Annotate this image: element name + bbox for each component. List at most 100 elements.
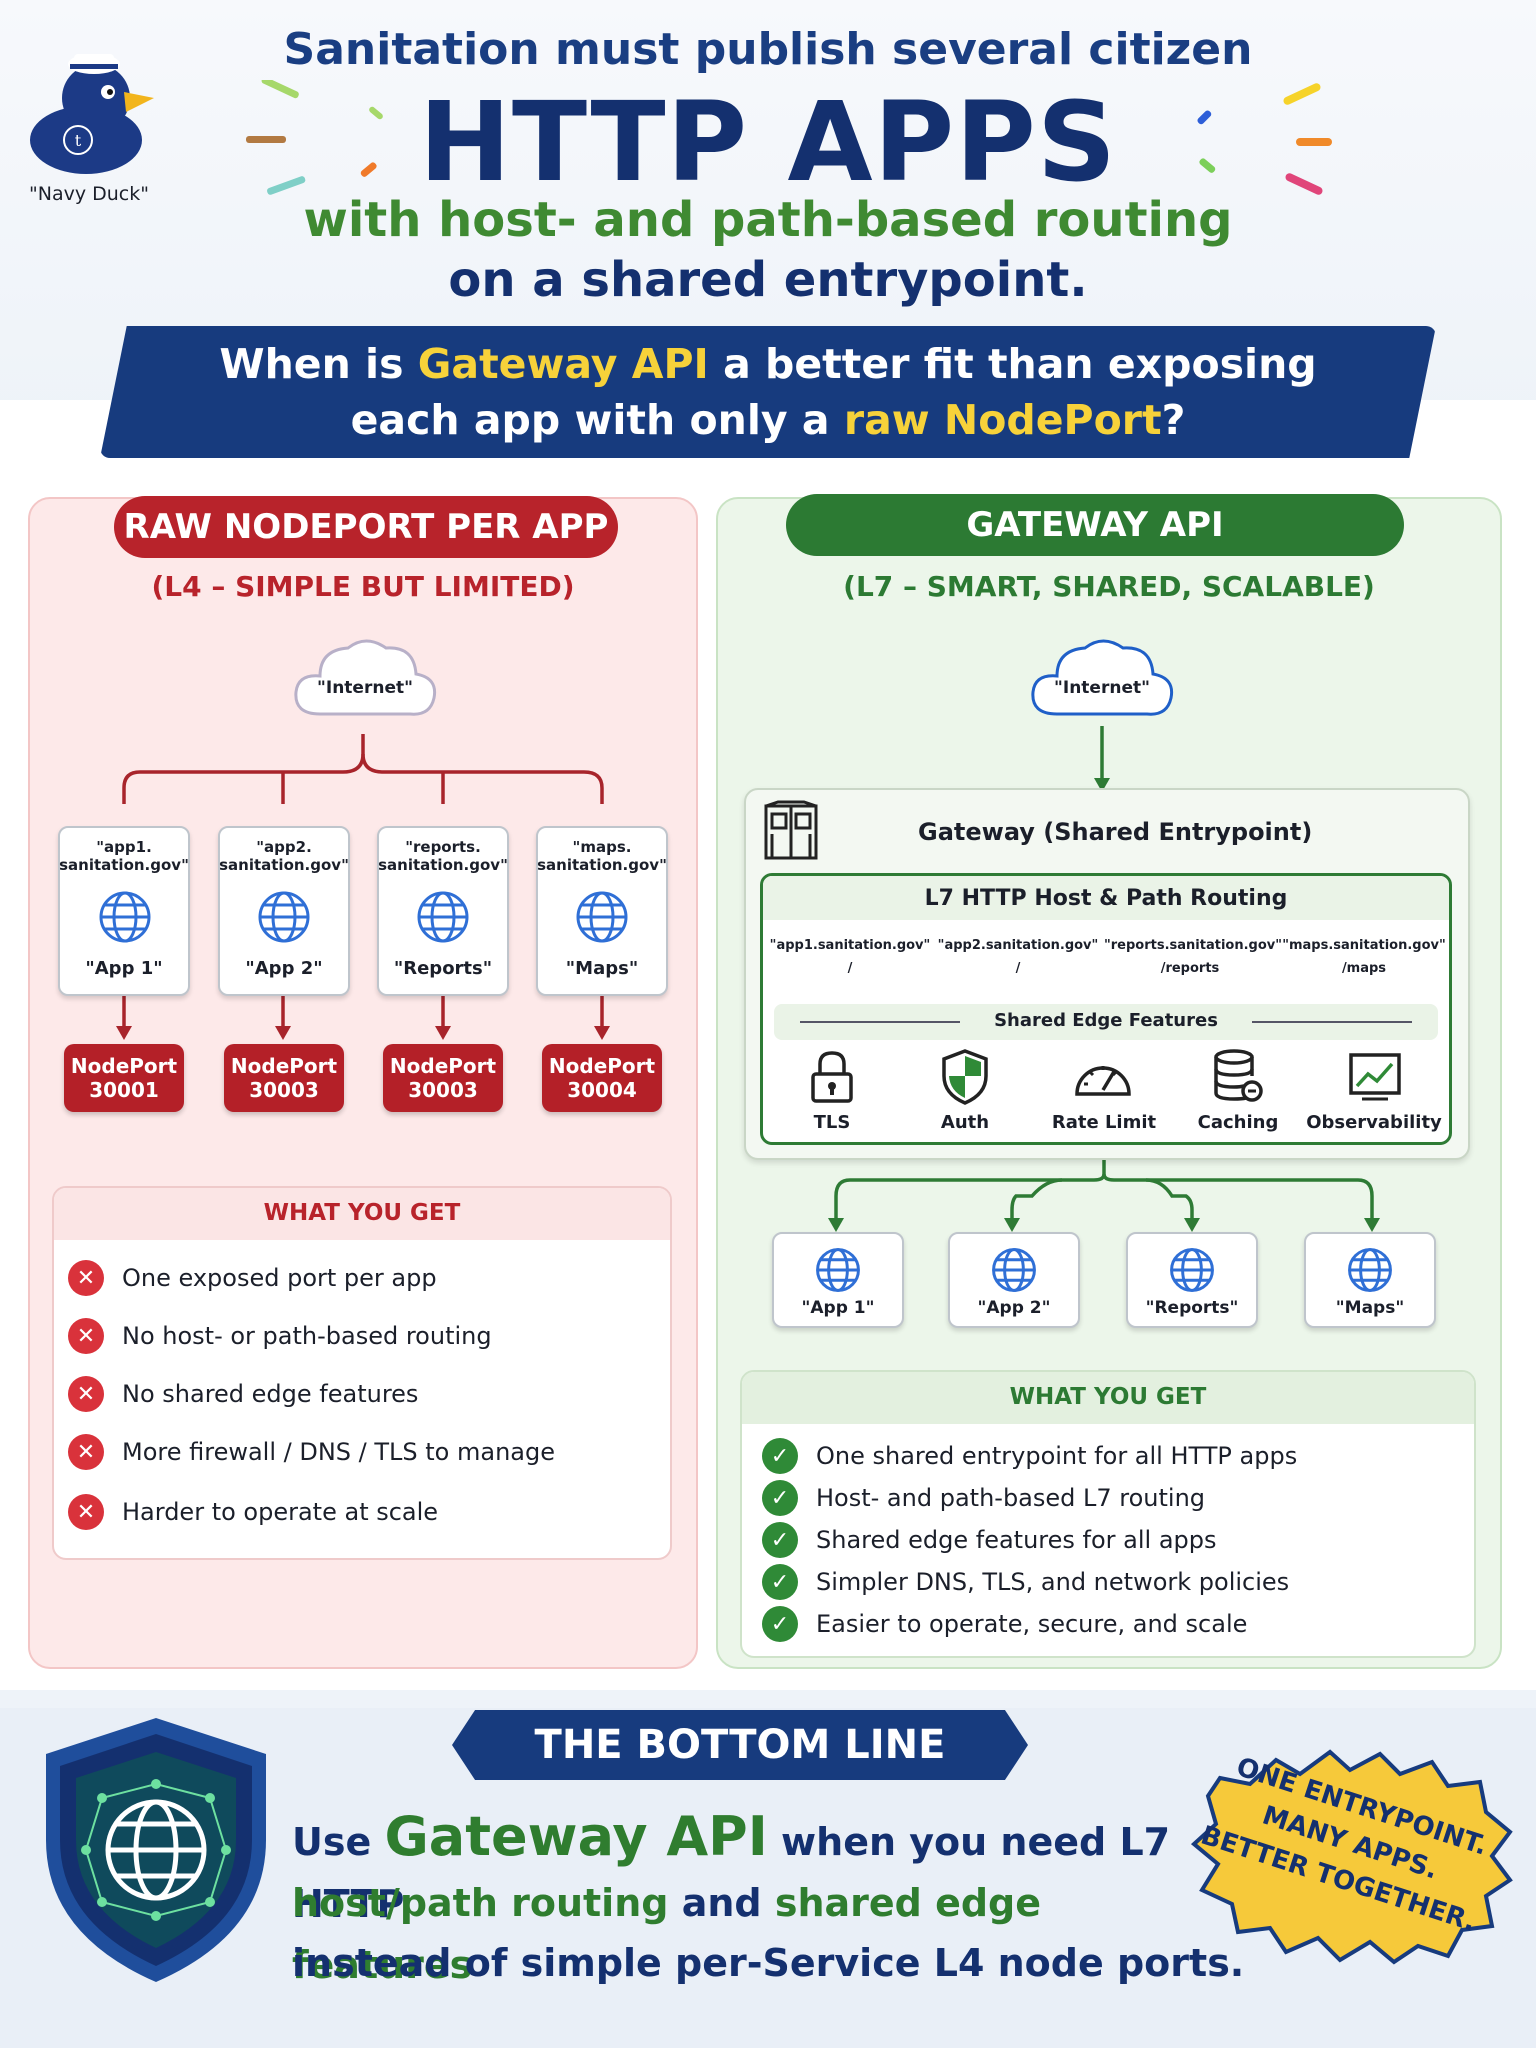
nodeport-subtitle: (L4 – SIMPLE BUT LIMITED) [151,570,575,603]
cross-icon: ✕ [68,1494,104,1530]
gateway-title: Gateway (Shared Entrypoint) [918,818,1313,846]
internet-cloud-icon [294,639,437,716]
divider [1252,1021,1412,1023]
check-icon: ✓ [762,1606,798,1642]
shield-globe-icon [46,1718,266,1982]
internet-label: "Internet" [1054,678,1150,698]
gateway-api-subtitle: (L7 – SMART, SHARED, SCALABLE) [843,570,1375,603]
gateway-api-title: GATEWAY API [786,494,1404,556]
app-label-1: "App 1" [85,958,163,979]
app-label-3: "Reports" [393,958,493,979]
route-rule-4: "maps.sanitation.gov"/maps [1282,938,1446,976]
app-label-2: "App 2" [245,958,323,979]
nodeport-app-card-1 [58,826,190,996]
gateway-app-label-1: "App 1" [801,1298,875,1318]
header-line-3: with host- and path-based routing [303,192,1233,248]
nodeport-title: RAW NODEPORT PER APP [114,496,618,558]
gateway-app-label-3: "Reports" [1145,1298,1239,1318]
nodeport-app-card-4 [536,826,668,996]
internet-cloud-icon [1031,639,1174,716]
cross-icon: ✕ [68,1376,104,1412]
cross-icon: ✕ [68,1260,104,1296]
nodeport-app-card-2 [218,826,350,996]
feature-label-observability: Observability [1306,1112,1442,1133]
globe-icon [1348,1248,1392,1292]
list-item: ✕More firewall / DNS / TLS to manage [68,1432,658,1472]
globe-icon [816,1248,860,1292]
database-icon [1214,1049,1263,1102]
feature-label-tls: TLS [813,1112,851,1133]
list-item: ✓Shared edge features for all apps [762,1521,1462,1559]
globe-icon [576,891,628,943]
globe-icon [992,1248,1036,1292]
gateway-door-icon [764,800,818,860]
navy-duck-logo-icon: t [30,54,154,174]
internet-label: "Internet" [317,678,413,698]
shield-icon [942,1049,988,1105]
header-title: HTTP APPS [418,78,1118,206]
header-line-1: Sanitation must publish several citizen [283,24,1253,75]
check-icon: ✓ [762,1522,798,1558]
check-icon: ✓ [762,1564,798,1600]
gateway-connectors [828,726,1380,1232]
nodeport-get-header [54,1188,670,1240]
divider [800,1021,960,1023]
chart-monitor-icon [1349,1053,1401,1101]
question-line-1: When is Gateway API a better fit than ex… [219,340,1317,388]
check-icon: ✓ [762,1480,798,1516]
list-item: ✕No host- or path-based routing [68,1316,658,1356]
bottom-line-2: host/path routing and shared edge featur… [292,1881,1042,1987]
list-item: ✕Harder to operate at scale [68,1492,658,1532]
list-item: ✕No shared edge features [68,1374,658,1414]
routing-header [763,876,1449,920]
route-rule-1: "app1.sanitation.gov"/ [769,938,931,976]
question-line-2: each app with only a raw NodePort? [350,396,1186,444]
feature-label-caching: Caching [1197,1112,1279,1133]
cross-icon: ✕ [68,1318,104,1354]
gateway-app-label-4: "Maps" [1335,1298,1405,1318]
svg-text:t: t [75,131,82,150]
bottom-line-1: Use Gateway API when you need L7 HTTP [292,1805,1171,1927]
nodeport-app-card-3 [377,826,509,996]
starburst-badge-icon [1190,1749,1513,1965]
app-host-4: "maps.sanitation.gov" [537,838,667,874]
globe-icon [258,891,310,943]
list-item: ✓One shared entrypoint for all HTTP apps [762,1437,1462,1475]
route-rule-3: "reports.sanitation.gov"/reports [1104,938,1283,976]
confetti-left-icon [246,80,383,195]
bottom-line-3: instead of simple per-Service L4 node po… [292,1941,1245,1985]
check-icon: ✓ [762,1438,798,1474]
lock-icon [811,1051,853,1103]
list-item: ✓Easier to operate, secure, and scale [762,1605,1462,1643]
nodeport-get-title: WHAT YOU GET [263,1200,461,1226]
logo-caption: "Navy Duck" [29,183,149,205]
shared-features-title: Shared Edge Features [994,1010,1218,1031]
app-host-3: "reports.sanitation.gov" [378,838,508,874]
gateway-get-header [742,1372,1474,1424]
list-item: ✓Simpler DNS, TLS, and network policies [762,1563,1462,1601]
gauge-icon [1075,1066,1131,1096]
confetti-right-icon [1197,83,1332,195]
list-item: ✕One exposed port per app [68,1258,658,1298]
list-item: ✓Host- and path-based L7 routing [762,1479,1462,1517]
app-host-2: "app2.sanitation.gov" [219,838,349,874]
app-host-1: "app1.sanitation.gov" [59,838,189,874]
bottom-line-title: THE BOTTOM LINE [452,1710,1028,1780]
cross-icon: ✕ [68,1434,104,1470]
gateway-get-title: WHAT YOU GET [1009,1384,1207,1410]
routing-title: L7 HTTP Host & Path Routing [924,886,1288,911]
feature-label-auth: Auth [940,1112,990,1133]
gateway-app-label-2: "App 2" [977,1298,1051,1318]
app-label-4: "Maps" [565,958,639,979]
globe-icon [417,891,469,943]
nodeport-connectors [116,734,610,1040]
globe-icon [99,891,151,943]
gateway-app-card-4 [1304,1232,1436,1328]
feature-label-rate-limit: Rate Limit [1051,1112,1157,1133]
question-banner [100,326,1436,458]
header-line-4: on a shared entrypoint. [448,252,1088,308]
nodeport-what-you-get [52,1186,672,1560]
route-rule-2: "app2.sanitation.gov"/ [937,938,1099,976]
